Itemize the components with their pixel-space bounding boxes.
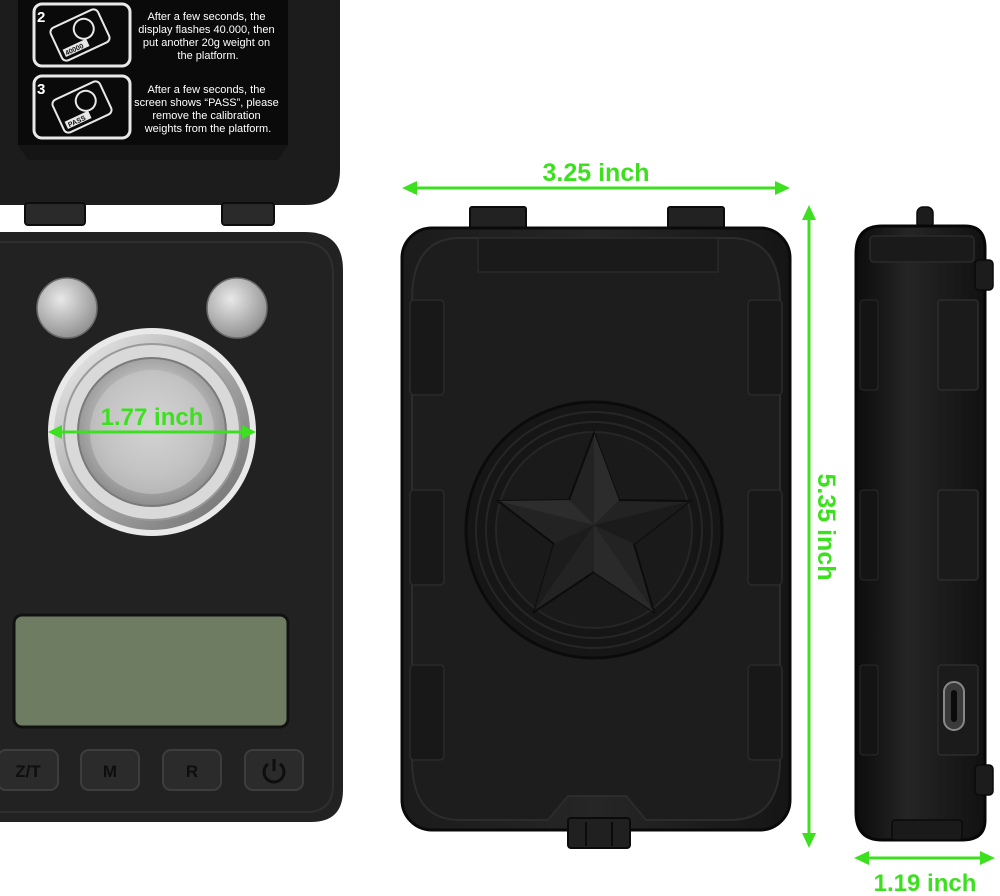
svg-text:M: M (103, 762, 117, 781)
power-icon (262, 759, 286, 784)
calibration-knob-left[interactable] (36, 277, 98, 339)
length-label: 5.35 inch (812, 474, 840, 581)
svg-text:Z/T: Z/T (15, 762, 41, 781)
step3-scale-icon: PASS (51, 80, 113, 134)
step2-text: After a few seconds, the display flashes… (138, 11, 277, 62)
open-scale: 2 40000 3 PASS After a few seconds, the … (0, 0, 343, 822)
width-dimension-arrow (402, 181, 790, 195)
length-dimension-arrow (802, 205, 816, 848)
step2-number: 2 (37, 9, 45, 26)
svg-text:R: R (186, 762, 198, 781)
case-clip-bottom (567, 817, 631, 849)
thickness-label: 1.19 inch (874, 870, 977, 896)
thickness-dimension-arrow (854, 851, 995, 865)
power-button[interactable] (244, 749, 304, 791)
closed-case: 3.25 inch (400, 159, 792, 849)
mode-button[interactable]: M (80, 749, 140, 791)
hinge-left (24, 202, 86, 226)
usb-c-port-icon (943, 681, 965, 731)
lcd-display (12, 613, 290, 729)
platform-dimension-arrow (48, 425, 256, 439)
zero-tare-button[interactable]: Z/T (0, 749, 59, 791)
step3-text: After a few seconds, the screen shows “P… (134, 84, 282, 135)
calibration-knob-right[interactable] (206, 277, 268, 339)
star-icon (495, 430, 693, 615)
side-view: 5.35 inch 1.19 inch (802, 205, 995, 896)
width-label: 3.25 inch (543, 159, 650, 187)
platform-diameter-label: 1.77 inch (101, 404, 204, 431)
step3-icon-frame (32, 74, 132, 140)
hinge-right (221, 202, 275, 226)
step2-icon-frame (32, 2, 132, 68)
step3-number: 3 (37, 81, 45, 98)
r-button[interactable]: R (162, 749, 222, 791)
